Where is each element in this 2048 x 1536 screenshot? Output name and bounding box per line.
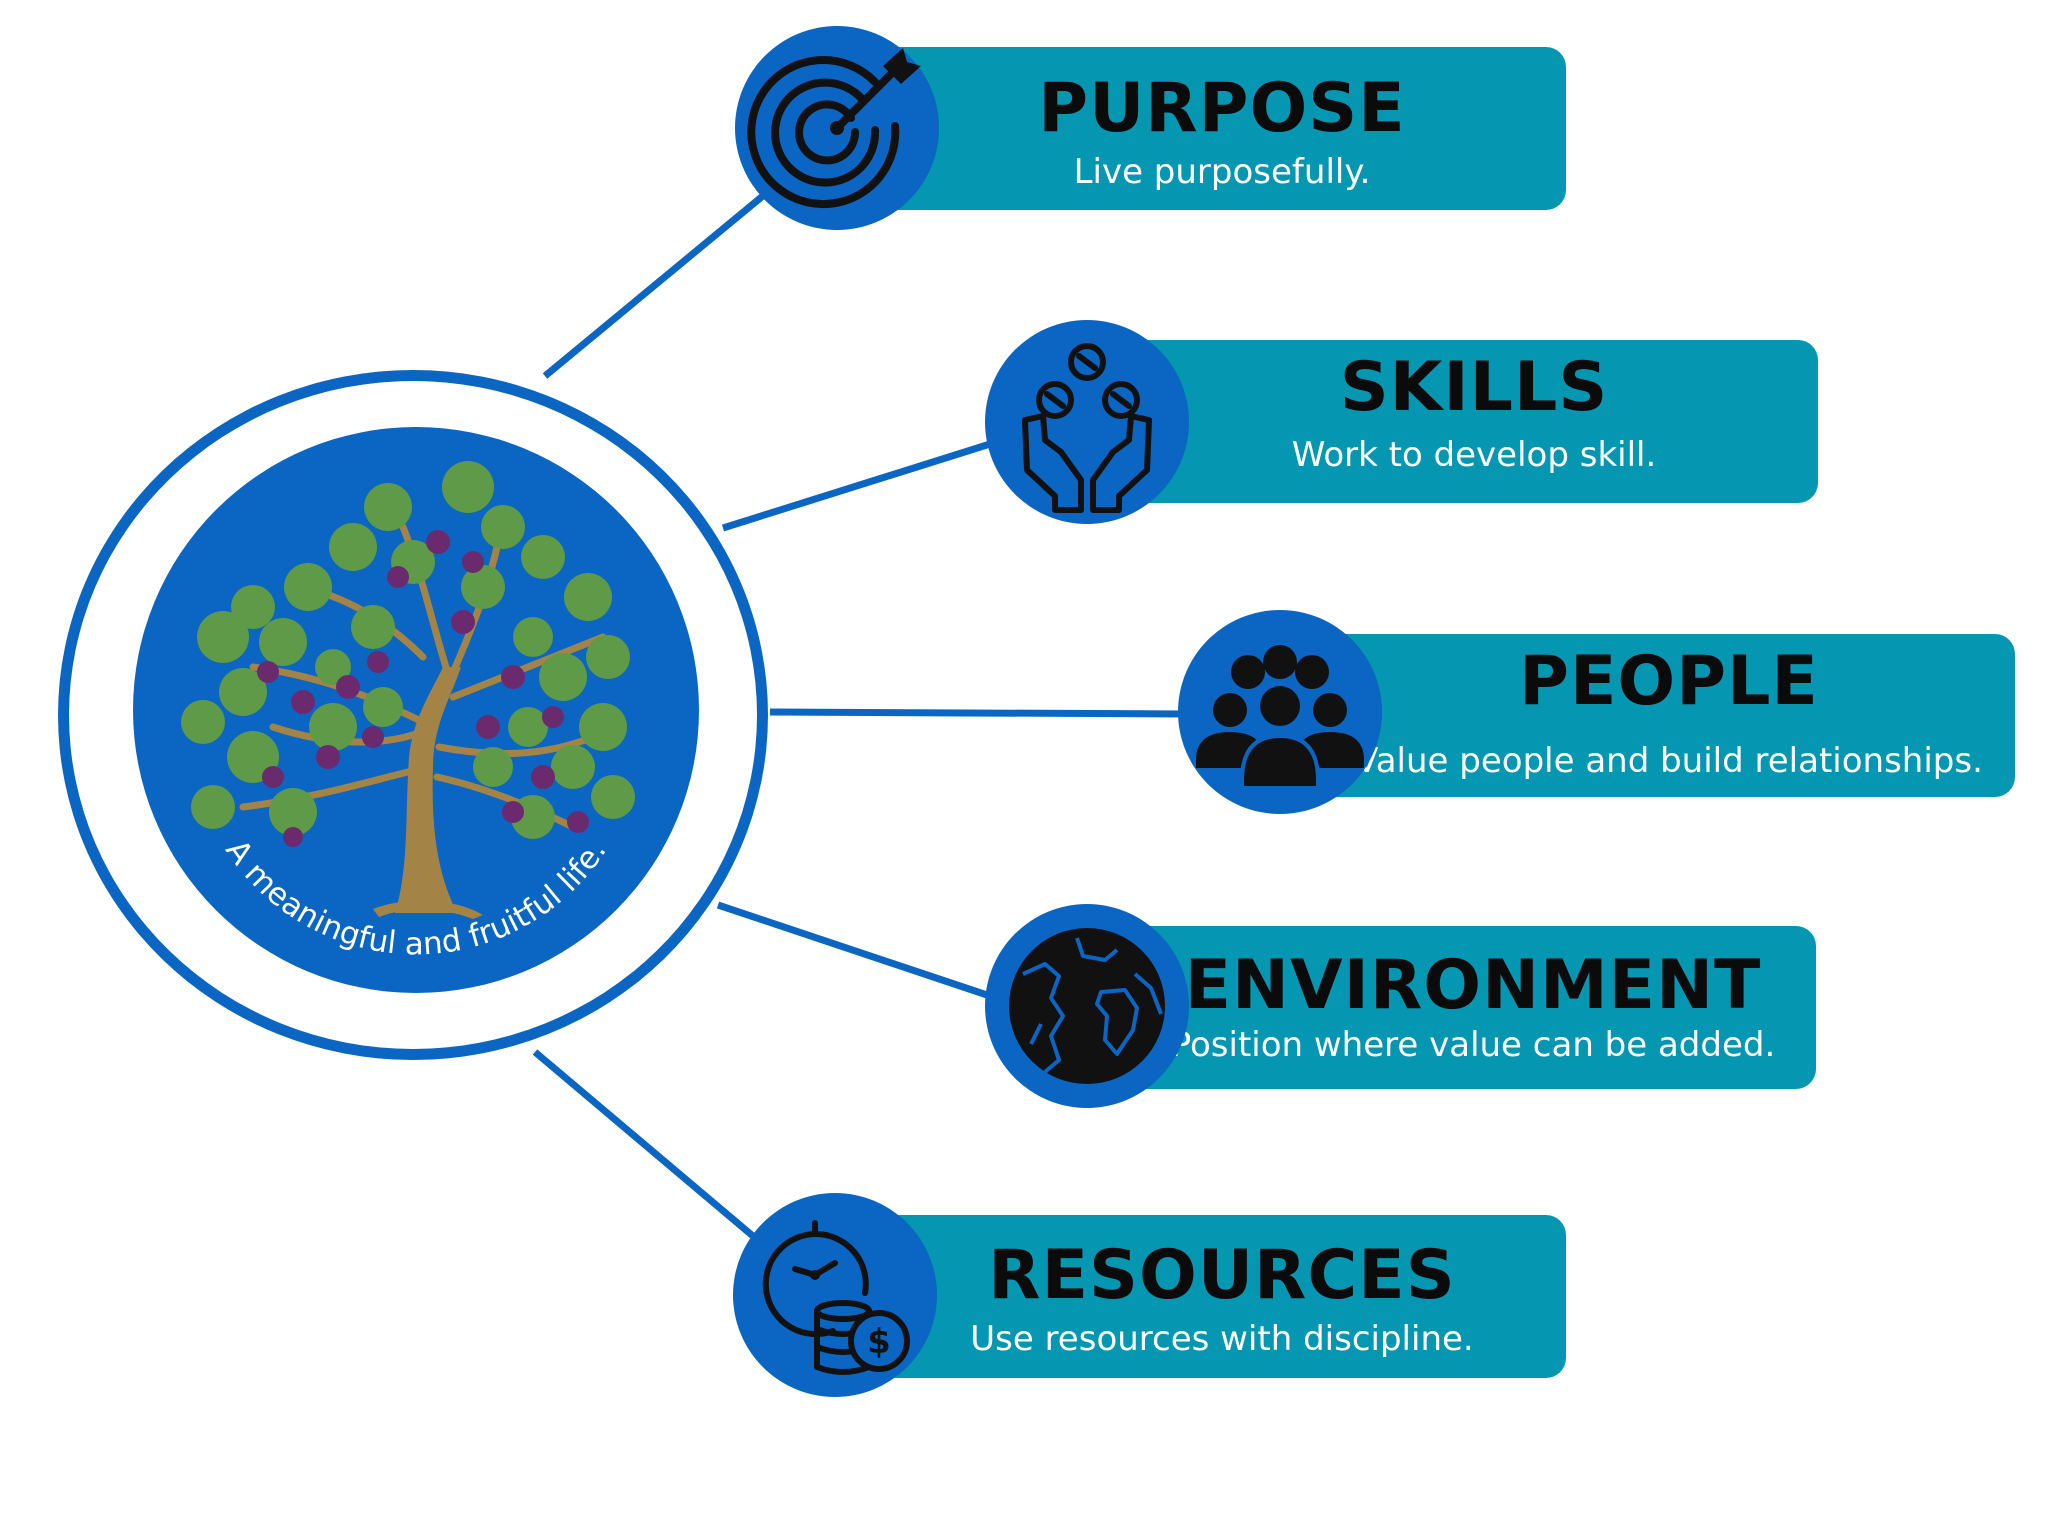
environment-subtitle: Position where value can be added.	[1170, 1025, 1776, 1065]
icon-disc-people	[1178, 610, 1382, 814]
purpose-title: PURPOSE	[1038, 69, 1406, 148]
time-money-icon: $	[762, 1220, 910, 1375]
card-environment: ENVIRONMENT Position where value can be …	[1110, 926, 1816, 1089]
card-people: PEOPLE Value people and build relationsh…	[1303, 634, 2015, 797]
skills-title: SKILLS	[1339, 348, 1609, 427]
environment-title: ENVIRONMENT	[1184, 946, 1762, 1025]
skills-subtitle: Work to develop skill.	[1291, 435, 1657, 475]
globe-icon	[1009, 928, 1165, 1084]
connector-resources	[532, 1049, 763, 1245]
card-resources: RESOURCES Use resources with discipline.	[858, 1215, 1566, 1378]
card-skills: SKILLS Work to develop skill.	[1110, 340, 1818, 503]
icon-disc-resources: $	[733, 1193, 937, 1397]
target-arrow-icon	[747, 48, 921, 209]
connector-people	[769, 708, 1186, 718]
connector-environment	[716, 901, 992, 1000]
icon-disc-environment	[985, 904, 1189, 1108]
people-title: PEOPLE	[1519, 642, 1819, 721]
juggling-hands-icon	[1022, 343, 1152, 513]
fig-tree-icon: A meaningful and fruitful life.	[181, 461, 635, 962]
resources-subtitle: Use resources with discipline.	[970, 1319, 1474, 1359]
resources-title: RESOURCES	[988, 1236, 1456, 1315]
purpose-subtitle: Live purposefully.	[1073, 152, 1371, 192]
svg-text:$: $	[867, 1322, 891, 1362]
people-subtitle: Value people and build relationships.	[1355, 741, 1983, 781]
people-group-icon	[1196, 645, 1364, 790]
icon-disc-purpose	[735, 26, 939, 230]
connector-purpose	[542, 187, 773, 379]
icon-disc-skills	[985, 320, 1189, 524]
card-purpose: PURPOSE Live purposefully.	[858, 47, 1566, 210]
connector-skills	[721, 440, 992, 532]
